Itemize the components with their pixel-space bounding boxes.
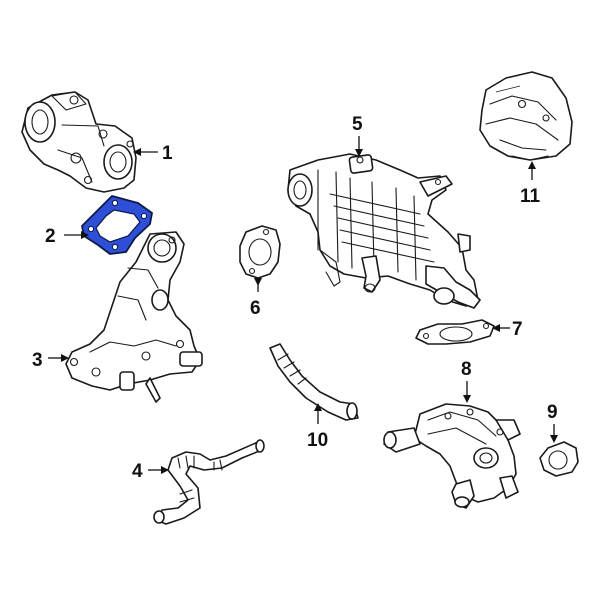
callout-9-label: 9	[547, 402, 558, 423]
part-5-egr-cooler[interactable]	[287, 153, 481, 309]
part-9-gasket[interactable]	[539, 441, 579, 477]
callout-1-label: 1	[162, 143, 173, 164]
callout-6: 6	[250, 278, 262, 319]
callout-3: 3	[32, 350, 69, 371]
callout-8-label: 8	[461, 359, 472, 380]
part-3-egr-pipe-adapter[interactable]	[65, 231, 203, 403]
part-11-heat-shield[interactable]	[479, 71, 573, 161]
callout-8: 8	[461, 359, 472, 403]
callout-7-label: 7	[512, 319, 523, 340]
part-10-hose[interactable]	[269, 343, 359, 421]
part-1-egr-valve[interactable]	[21, 91, 137, 193]
part-2-egr-valve-gasket[interactable]	[81, 195, 153, 255]
callout-1: 1	[133, 143, 173, 164]
part-6-gasket[interactable]	[239, 225, 281, 279]
part-7-gasket[interactable]	[415, 319, 495, 345]
callout-10-label: 10	[307, 430, 328, 451]
callout-4: 4	[132, 461, 169, 482]
callout-9: 9	[547, 402, 558, 443]
part-8-coolant-housing[interactable]	[383, 403, 521, 509]
callout-5: 5	[352, 114, 363, 157]
callout-11-label: 11	[520, 186, 541, 207]
callout-2: 2	[45, 226, 89, 247]
callout-4-label: 4	[132, 461, 143, 482]
callout-7: 7	[492, 319, 523, 340]
callout-2-label: 2	[45, 226, 56, 247]
part-4-hose[interactable]	[153, 439, 265, 525]
callout-3-label: 3	[32, 350, 43, 371]
callout-11: 11	[520, 161, 541, 207]
callout-6-label: 6	[250, 298, 261, 319]
callout-10: 10	[307, 403, 328, 451]
callout-5-label: 5	[352, 114, 363, 135]
